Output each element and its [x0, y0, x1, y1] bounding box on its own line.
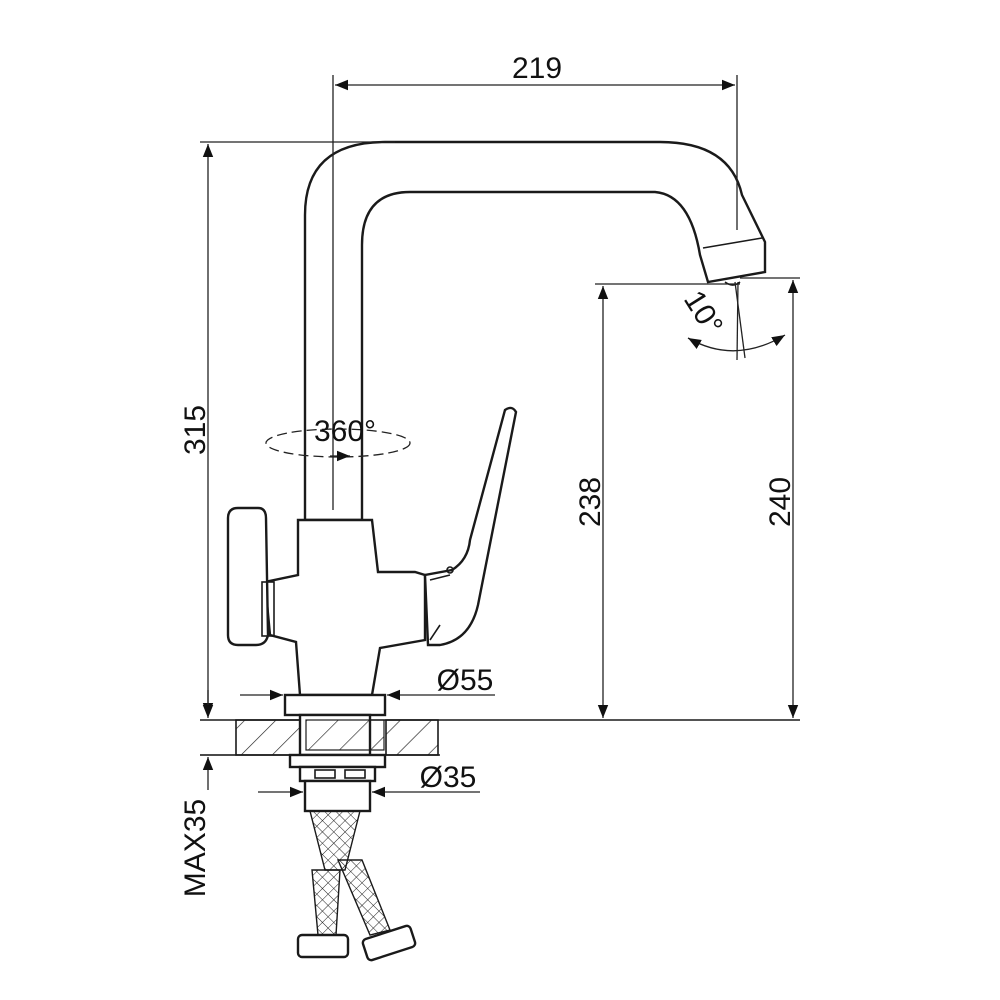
- dim-spout-height-left-label: 238: [574, 477, 607, 527]
- dim-width-label: 219: [512, 52, 562, 85]
- dim-max-thickness-label: MAX35: [179, 799, 212, 897]
- dim-spout-height-right-label: 240: [764, 477, 797, 527]
- rotation-label: 360°: [314, 415, 376, 448]
- valve-body: [263, 518, 427, 697]
- dim-max-thickness: [200, 690, 236, 790]
- dim-base-diameter-label: Ø55: [437, 664, 494, 697]
- dim-thread-diameter-label: Ø35: [420, 761, 477, 794]
- dim-spout-height-right: [740, 277, 800, 718]
- spout: [303, 140, 767, 522]
- dim-spout-height-left: [595, 283, 740, 718]
- dim-spout-angle-label: 10°: [677, 285, 729, 341]
- dim-width: [332, 75, 738, 510]
- countertop: [200, 693, 800, 757]
- mounting-nut-and-hoses: [288, 753, 417, 962]
- filter-handle: [226, 506, 270, 647]
- dim-spout-angle: [687, 281, 786, 361]
- dim-total-height: [200, 141, 395, 716]
- dim-total-height-label: 315: [179, 405, 212, 455]
- faucet-outline: [226, 140, 767, 697]
- mixer-lever: [423, 406, 518, 647]
